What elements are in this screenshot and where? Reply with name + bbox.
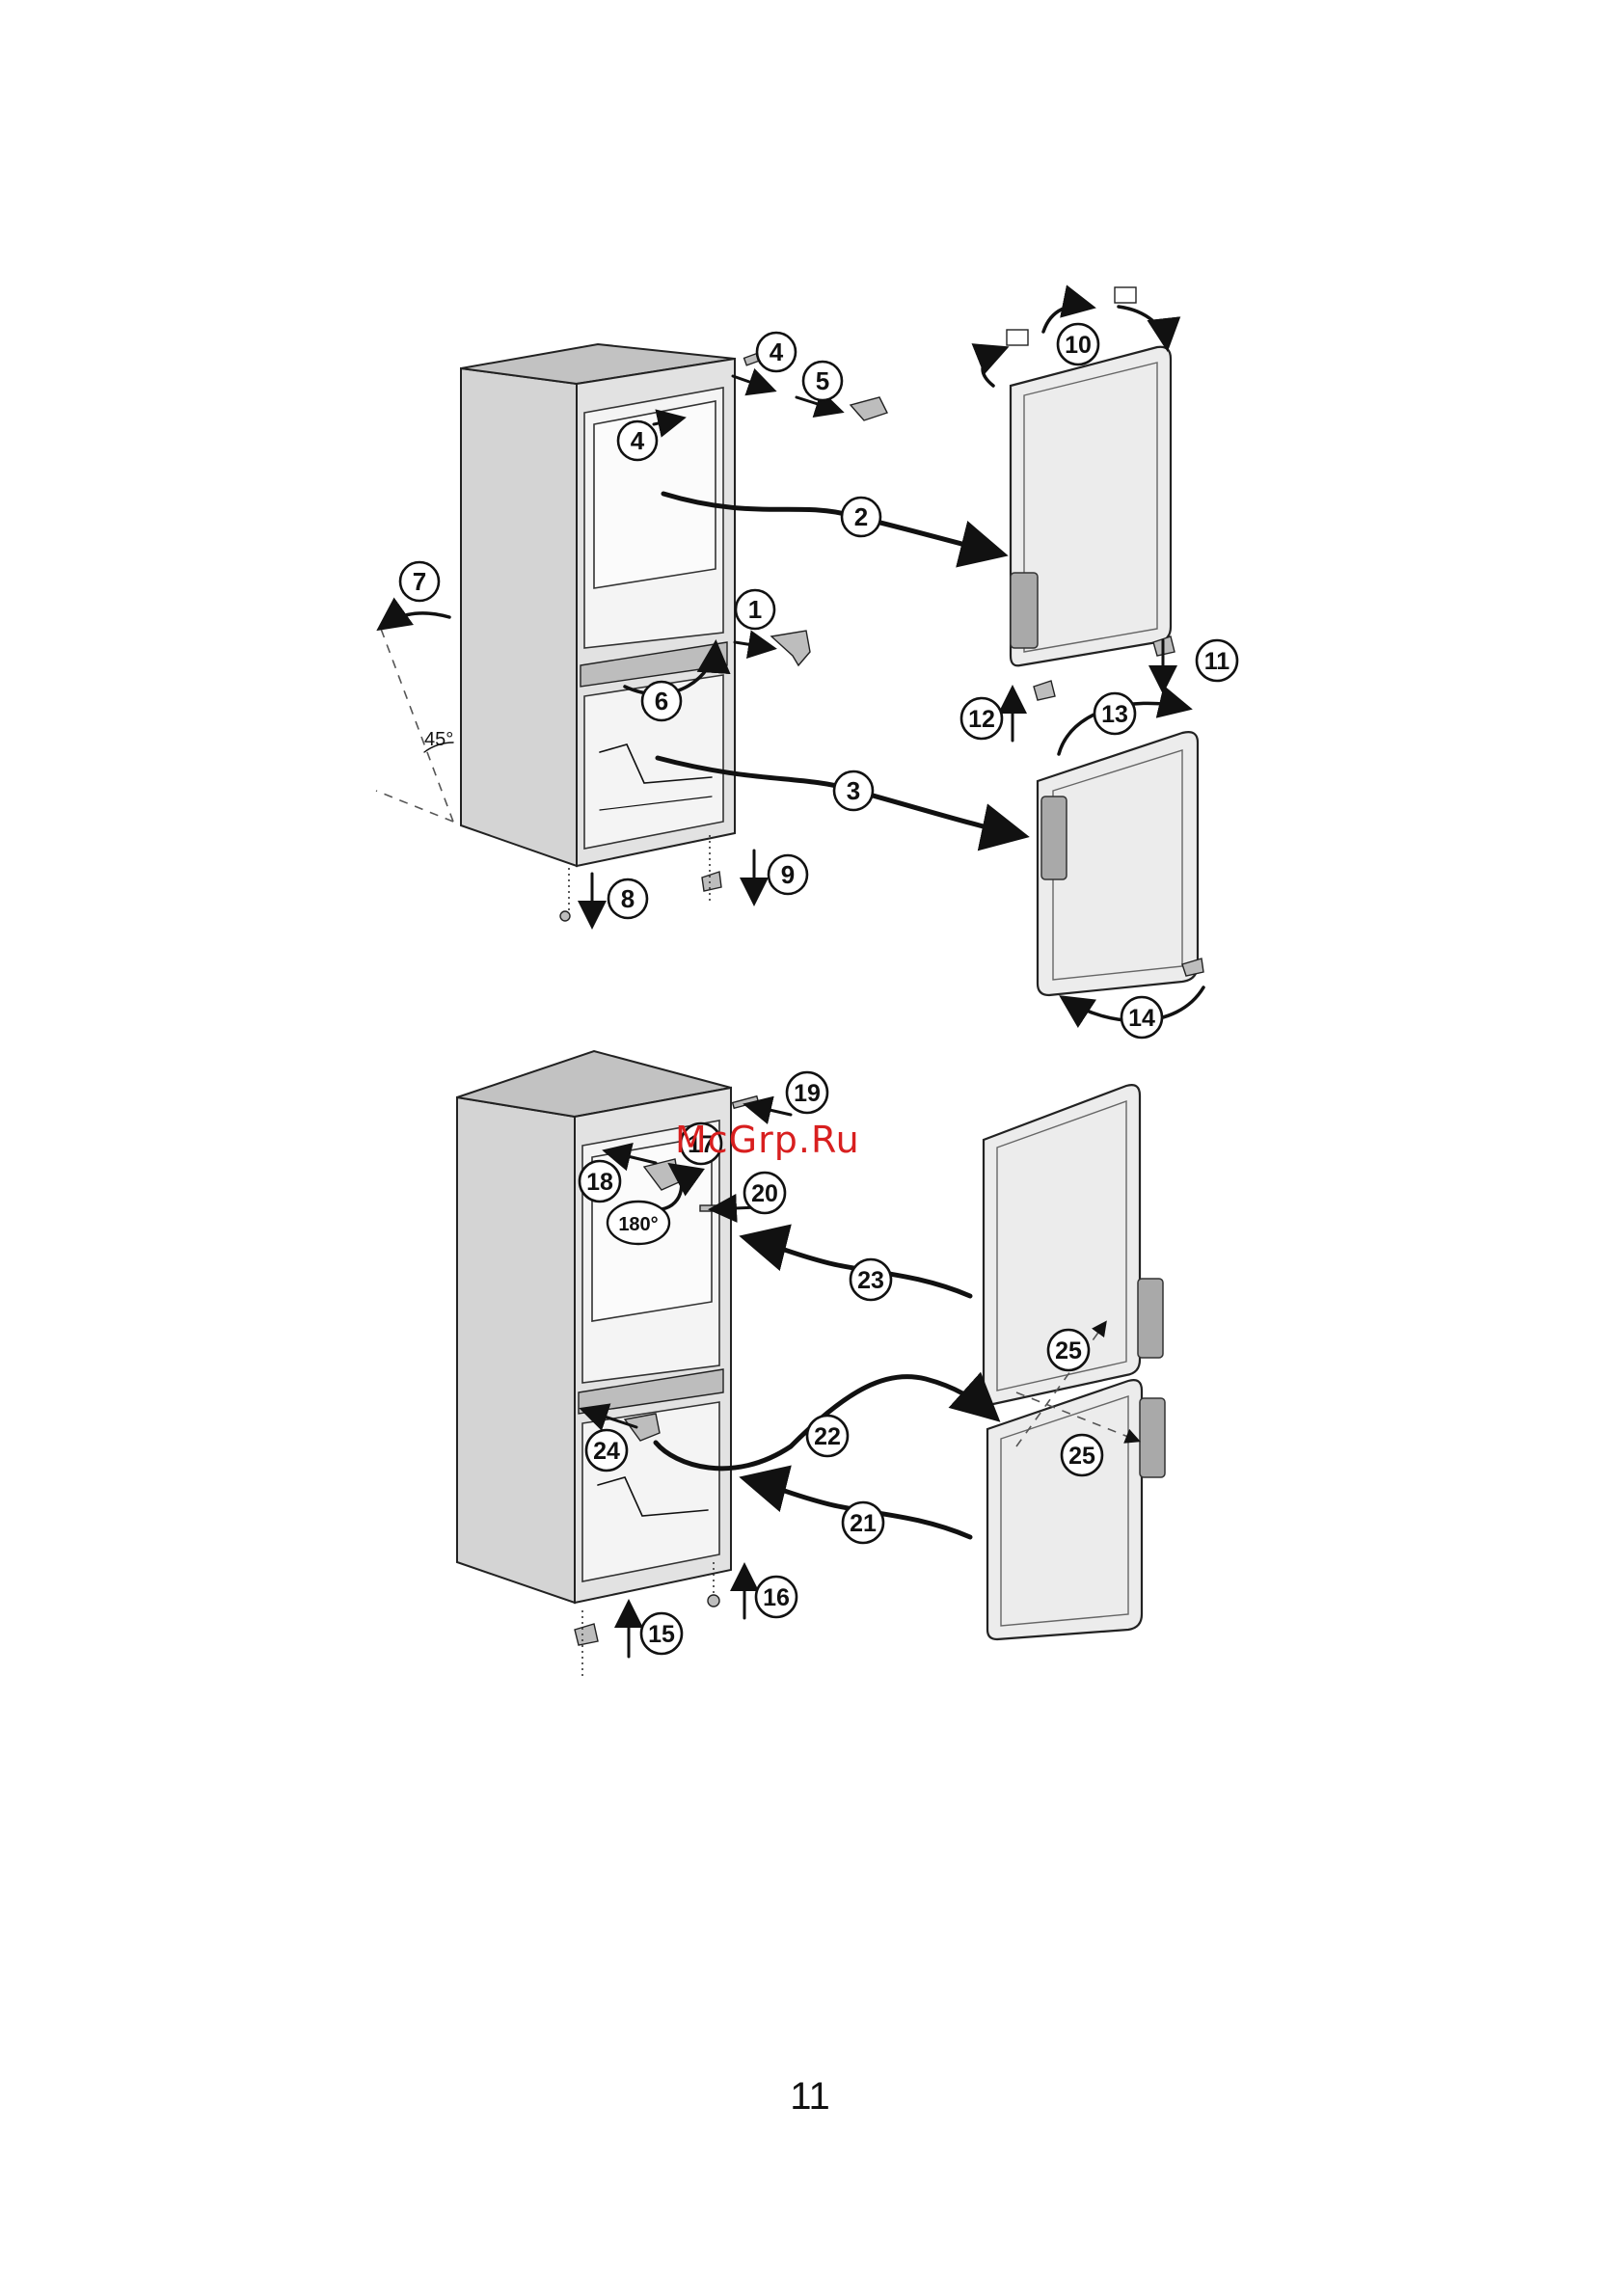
lower-door-top (1038, 732, 1198, 995)
svg-text:24: 24 (593, 1438, 620, 1465)
callout-12: 12 (961, 698, 1002, 739)
callout-10: 10 (1058, 324, 1098, 365)
callout-5: 5 (803, 362, 842, 400)
svg-text:4: 4 (631, 426, 645, 455)
svg-text:7: 7 (413, 567, 426, 596)
svg-text:15: 15 (648, 1621, 675, 1648)
door-handle (1138, 1279, 1163, 1358)
door-handle (1140, 1398, 1165, 1477)
svg-text:11: 11 (1204, 648, 1230, 675)
callout-13: 13 (1094, 693, 1135, 734)
tilt-guide: 45° (376, 629, 453, 822)
svg-text:8: 8 (621, 884, 635, 913)
page-number: 11 (771, 2075, 849, 2119)
svg-text:20: 20 (751, 1180, 778, 1207)
door-handle (1011, 573, 1038, 648)
svg-text:180°: 180° (618, 1214, 658, 1235)
svg-text:9: 9 (781, 860, 795, 889)
fridge-cabinet-top (461, 344, 735, 866)
svg-text:23: 23 (857, 1267, 884, 1294)
callout-25a: 25 (1048, 1330, 1089, 1370)
watermark: McGrp.Ru (675, 1119, 860, 1161)
callout-14: 14 (1121, 997, 1162, 1038)
callout-22: 22 (807, 1416, 848, 1456)
callout-7: 7 (400, 562, 439, 601)
rotation-badge: 180° (608, 1202, 669, 1244)
callout-8: 8 (608, 879, 647, 918)
callout-24: 24 (586, 1430, 627, 1471)
svg-text:5: 5 (816, 366, 829, 395)
callout-20: 20 (744, 1173, 785, 1213)
callout-25b: 25 (1062, 1435, 1102, 1475)
svg-text:18: 18 (586, 1169, 613, 1196)
angle-label: 45° (424, 729, 453, 750)
svg-text:2: 2 (854, 502, 868, 531)
callout-9: 9 (769, 855, 807, 894)
callout-11: 11 (1197, 640, 1237, 681)
callout-16: 16 (756, 1577, 797, 1617)
lower-door-bottom (987, 1380, 1165, 1639)
svg-text:6: 6 (655, 687, 668, 716)
callout-3: 3 (834, 771, 873, 810)
callout-15: 15 (641, 1613, 682, 1654)
svg-text:14: 14 (1128, 1005, 1155, 1032)
svg-text:13: 13 (1101, 701, 1128, 728)
svg-text:3: 3 (847, 776, 860, 805)
svg-text:12: 12 (968, 706, 995, 733)
svg-text:16: 16 (763, 1584, 790, 1611)
callout-21: 21 (843, 1502, 883, 1543)
svg-text:25: 25 (1055, 1337, 1082, 1364)
callout-23: 23 (851, 1259, 891, 1300)
callout-6: 6 (642, 682, 681, 720)
svg-text:22: 22 (814, 1423, 841, 1450)
callout-18: 18 (580, 1161, 620, 1202)
callout-2: 2 (842, 498, 880, 536)
door-handle (1041, 797, 1067, 879)
svg-text:21: 21 (850, 1510, 877, 1537)
svg-text:19: 19 (794, 1080, 821, 1107)
upper-door-top (1011, 347, 1171, 666)
svg-text:4: 4 (770, 338, 784, 366)
svg-text:1: 1 (748, 595, 762, 624)
svg-text:25: 25 (1068, 1443, 1095, 1470)
callout-19: 19 (787, 1072, 827, 1113)
callout-1: 1 (736, 590, 774, 629)
svg-text:10: 10 (1065, 332, 1092, 359)
callout-4b: 4 (618, 421, 657, 460)
callout-4a: 4 (757, 333, 796, 371)
